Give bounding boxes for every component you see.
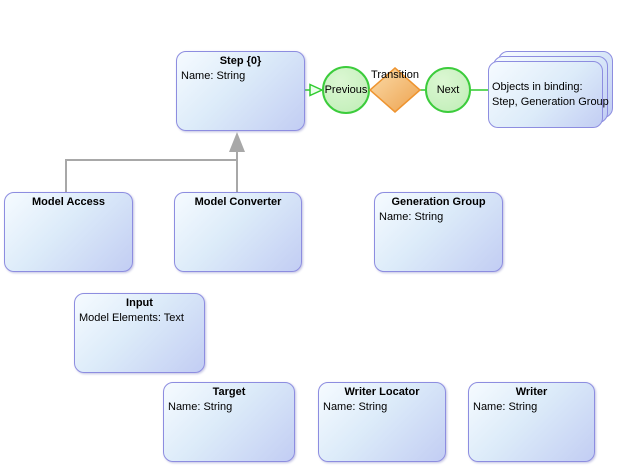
node-generation-group-title: Generation Group xyxy=(391,196,486,208)
node-generation-group-attribute: Name: String xyxy=(379,211,444,223)
node-target[interactable]: Target Name: String xyxy=(163,382,295,462)
node-model-converter[interactable]: Model Converter xyxy=(174,192,302,272)
node-step[interactable]: Step {0} Name: String xyxy=(176,51,305,131)
node-step-attribute: Name: String xyxy=(181,70,246,82)
node-target-attribute: Name: String xyxy=(168,401,233,413)
node-input-title: Input xyxy=(126,297,153,309)
node-model-access-title: Model Access xyxy=(32,196,105,208)
node-writer-attribute: Name: String xyxy=(473,401,538,413)
objects-in-binding-line2: Step, Generation Group xyxy=(492,95,609,108)
previous-port-label: Previous xyxy=(324,84,368,96)
transition-diamond-icon xyxy=(368,67,422,113)
objects-in-binding-line1: Objects in binding: xyxy=(492,80,583,93)
node-writer-locator-attribute: Name: String xyxy=(323,401,388,413)
stack-layer-front: Objects in binding: Step, Generation Gro… xyxy=(488,61,609,128)
node-writer-locator[interactable]: Writer Locator Name: String xyxy=(318,382,446,462)
generalization-connector-model-access[interactable] xyxy=(65,159,237,192)
node-objects-in-binding[interactable]: Objects in binding: Step, Generation Gro… xyxy=(488,51,614,129)
node-generation-group[interactable]: Generation Group Name: String xyxy=(374,192,503,272)
generalization-arrow-icon xyxy=(229,132,245,152)
next-port-label: Next xyxy=(436,84,460,96)
node-writer[interactable]: Writer Name: String xyxy=(468,382,595,462)
node-model-converter-title: Model Converter xyxy=(194,196,282,208)
node-input[interactable]: Input Model Elements: Text xyxy=(74,293,205,373)
node-model-access[interactable]: Model Access xyxy=(4,192,133,272)
generalization-connector-model-converter[interactable] xyxy=(229,132,245,192)
node-previous-port[interactable]: Previous xyxy=(322,66,370,114)
node-step-title: Step {0} xyxy=(219,55,262,67)
node-transition[interactable] xyxy=(368,67,422,113)
open-arrow-icon xyxy=(309,83,324,97)
transition-label: Transition xyxy=(371,69,419,81)
node-next-port[interactable]: Next xyxy=(425,67,471,113)
node-input-attribute: Model Elements: Text xyxy=(79,312,184,324)
node-writer-locator-title: Writer Locator xyxy=(344,386,420,398)
node-target-title: Target xyxy=(212,386,246,398)
node-writer-title: Writer xyxy=(515,386,548,398)
